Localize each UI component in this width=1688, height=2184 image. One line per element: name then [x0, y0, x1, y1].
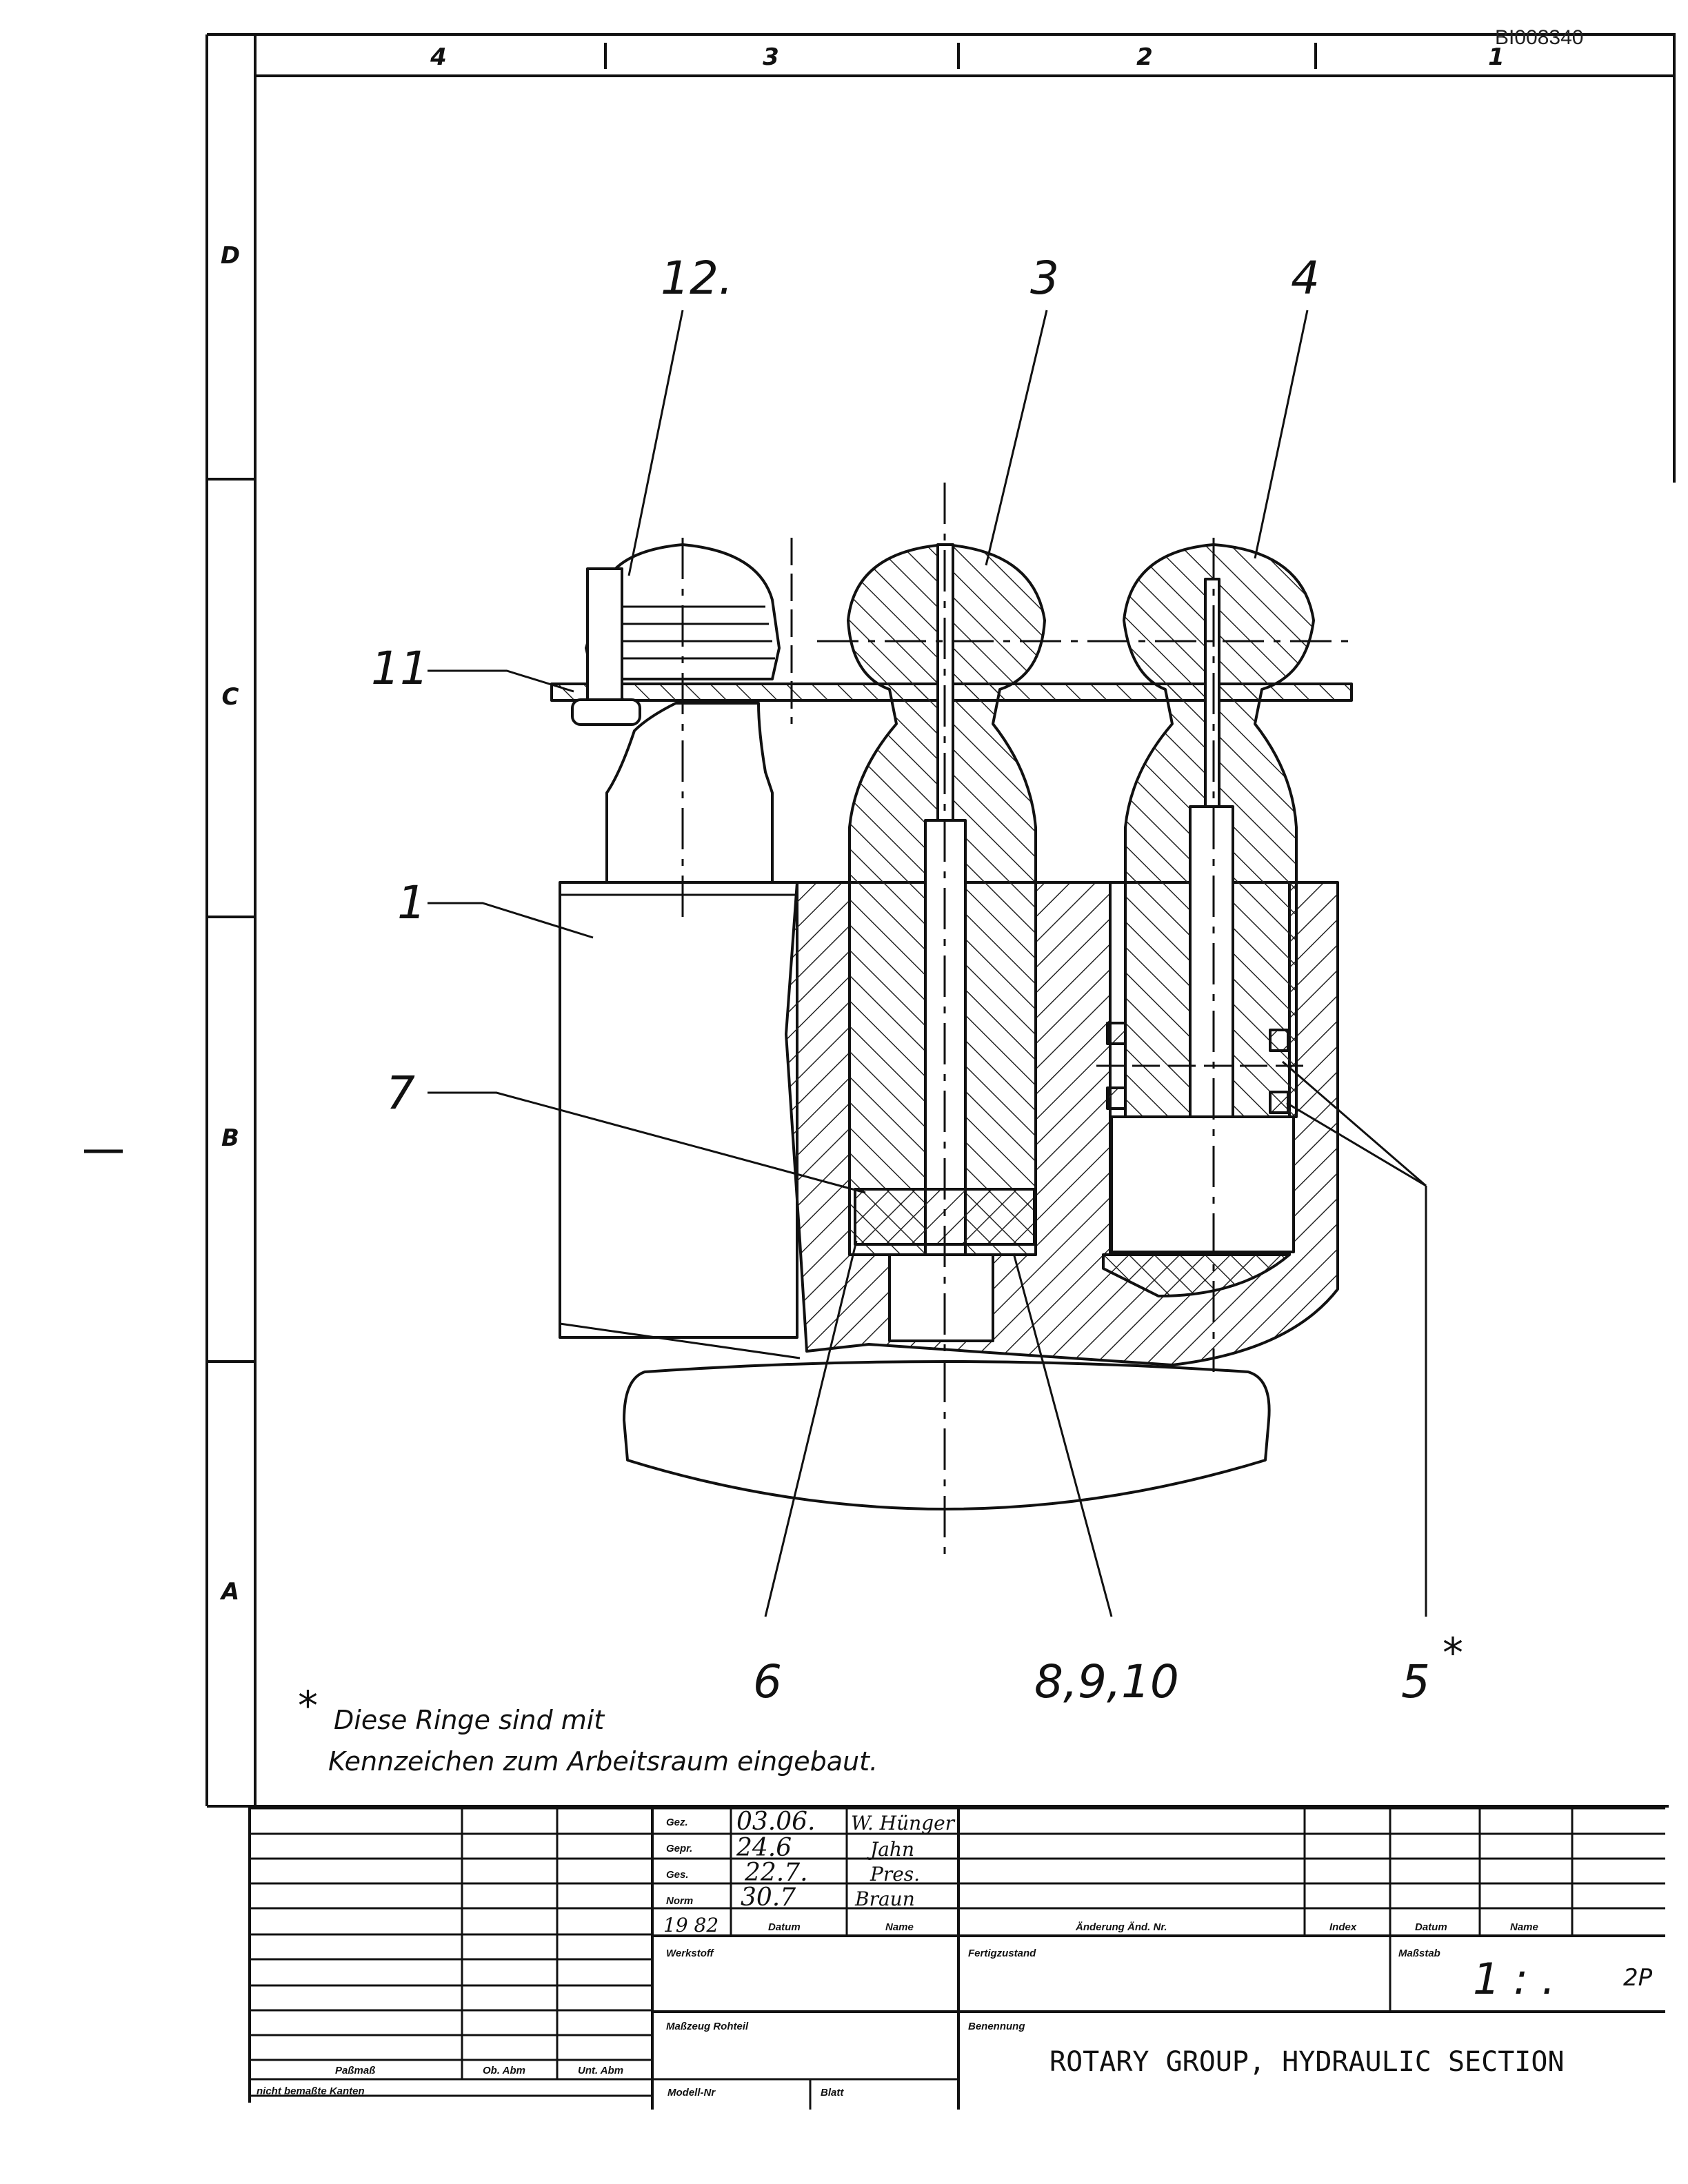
column-label-1: 1 [1488, 43, 1505, 71]
col-datum: Datum [768, 1921, 801, 1933]
row-label-a: A [219, 1578, 239, 1606]
signature-entries: 03.06. 24.6 22.7. 30.7 W. Hünger Jahn Pr… [663, 1808, 956, 1937]
pin-12 [586, 567, 623, 705]
seal-ring-1 [1106, 1022, 1127, 1045]
piston-left [605, 702, 774, 884]
footnote: * Diese Ringe sind mit Kennzeichen zum A… [298, 1682, 878, 1777]
cylinder-block-left [559, 881, 798, 1339]
title-block-labels: Gez. Gepr. Ges. Norm Datum Name Änderung… [257, 1817, 1538, 2099]
row-label-norm: Norm [666, 1895, 693, 1907]
row-label-gepr: Gepr. [666, 1843, 692, 1854]
callout-7: 7 [386, 1066, 415, 1120]
name-gepr: Jahn [867, 1838, 914, 1861]
callout-1: 1 [397, 876, 426, 929]
column-label-4: 4 [430, 43, 447, 71]
drawing-title: ROTARY GROUP, HYDRAULIC SECTION [1049, 2046, 1565, 2078]
date-gepr: 24.6 [736, 1834, 792, 1862]
callout-5: 5 [1401, 1655, 1430, 1708]
row-label-gez: Gez. [666, 1817, 688, 1828]
seal-ring-4 [1269, 1091, 1289, 1114]
kanten-label: nicht bemaßte Kanten [257, 2085, 365, 2097]
piston-right-bore [1204, 578, 1220, 808]
piston-right-bore-wide [1189, 805, 1234, 1118]
name-ges: Pres. [870, 1863, 920, 1885]
row-labels: D C B A [219, 242, 240, 1606]
unt-abm-label: Unt. Abm [578, 2065, 623, 2076]
year: 19 82 [663, 1914, 719, 1937]
port-right [1102, 1253, 1291, 1297]
column-label-3: 3 [763, 43, 779, 71]
name-norm: Braun [854, 1888, 915, 1910]
leader-lines [428, 310, 1427, 1617]
footnote-asterisk: * [298, 1682, 318, 1729]
datum2-label: Datum [1415, 1921, 1447, 1933]
ob-abm-label: Ob. Abm [483, 2065, 525, 2076]
seal-ring-2 [1106, 1086, 1127, 1110]
callout-4: 4 [1291, 252, 1320, 305]
row-label-d: D [221, 242, 240, 270]
column-label-2: 2 [1136, 43, 1153, 71]
swash-plate [623, 1360, 1271, 1510]
date-gez: 03.06. [736, 1808, 816, 1836]
benennung-label: Benennung [968, 2021, 1025, 2032]
kidney-port [888, 1253, 994, 1342]
row-label-b: B [221, 1124, 239, 1152]
name2-label: Name [1510, 1921, 1538, 1933]
center-lines [681, 483, 1352, 1558]
rotary-group-section [550, 543, 1353, 1510]
column-labels: 4 3 2 1 [430, 43, 1505, 71]
sheet-code: 2P [1623, 1964, 1653, 1992]
footnote-line-1: Diese Ringe sind mit [334, 1705, 605, 1735]
piston-right-foot [1110, 1115, 1295, 1253]
seal-ring-3 [1269, 1029, 1289, 1052]
pin-12-head [571, 698, 641, 726]
row-label-c: C [222, 683, 239, 711]
callout-5-asterisk: * [1443, 1629, 1463, 1677]
aenderung-label: Änderung Änd. Nr. [1075, 1921, 1167, 1933]
callout-6: 6 [753, 1655, 782, 1708]
blatt-label: Blatt [821, 2087, 844, 2099]
doc-id: BI008340 [1495, 26, 1583, 49]
name-gez: W. Hünger [851, 1812, 956, 1834]
massstab-label: Maßstab [1398, 1948, 1440, 1959]
modell-label: Maßzeug Rohteil [666, 2021, 749, 2032]
modell-nr-label: Modell-Nr [667, 2087, 716, 2099]
scale-value: 1 : . [1473, 1954, 1555, 2004]
fertigzustand-label: Fertigzustand [968, 1948, 1036, 1959]
col-name: Name [885, 1921, 914, 1933]
callout-labels: 12. 3 4 11 1 7 6 8,9,10 5 [371, 252, 1430, 1708]
callout-8-9-10: 8,9,10 [1034, 1655, 1179, 1708]
date-ges: 22.7. [744, 1859, 808, 1887]
footnote-line-2: Kennzeichen zum Arbeitsraum eingebaut. [328, 1746, 878, 1777]
index-label: Index [1329, 1921, 1357, 1933]
werkstoff-label: Werkstoff [666, 1948, 715, 1959]
callout-12: 12. [661, 252, 733, 305]
callout-3: 3 [1030, 252, 1059, 305]
passmass-label: Paßmaß [335, 2065, 375, 2076]
title-block [248, 1806, 1665, 2110]
date-norm: 30.7 [741, 1883, 796, 1912]
callout-11: 11 [371, 642, 429, 695]
row-label-ges: Ges. [666, 1869, 689, 1881]
